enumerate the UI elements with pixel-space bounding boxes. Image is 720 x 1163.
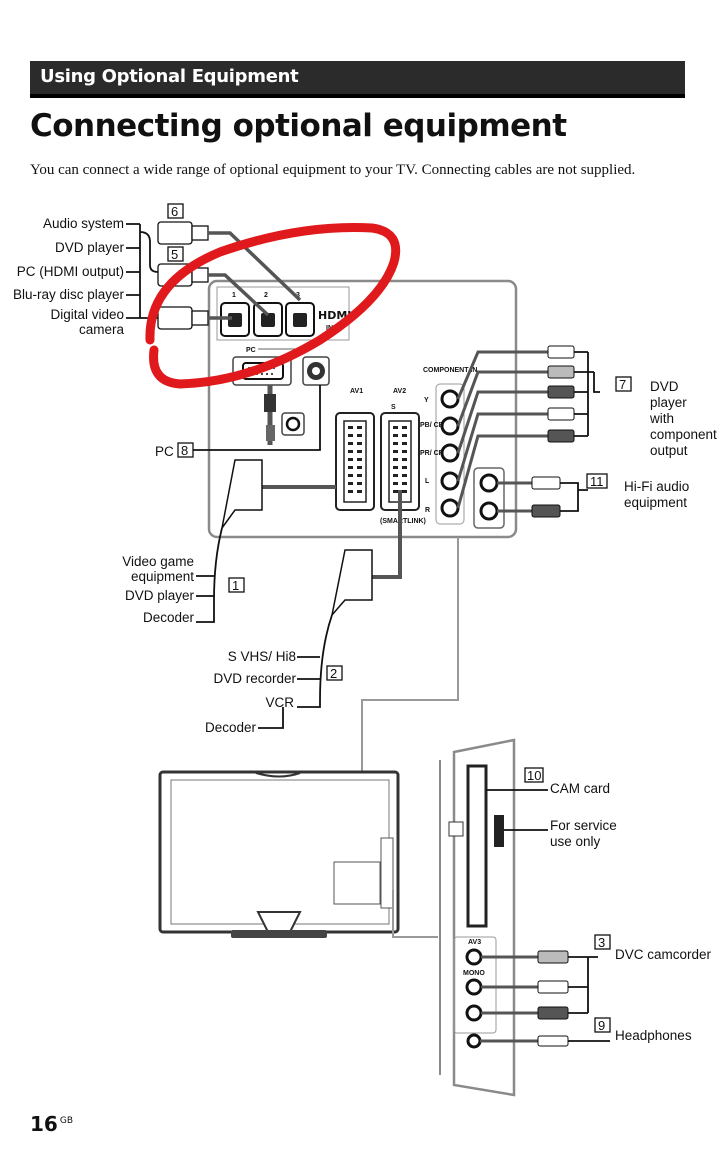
av1-label: AV1 [350, 388, 363, 395]
side-panel: 10 CAM card For service use only AV3 MON… [439, 738, 712, 1097]
dvd-player-label: DVD player [55, 240, 125, 255]
equipment-label: equipment [131, 569, 194, 584]
pc-hdmi-label: PC (HDMI output) [17, 264, 124, 279]
pb-label: PB/ CB [420, 422, 444, 429]
dvd-component-line-3: with [649, 411, 674, 426]
tv-rear-view [158, 770, 438, 938]
svhs-label: S VHS/ Hi8 [228, 649, 296, 664]
dvc-camcorder-label: DVC camcorder [615, 947, 712, 962]
hdmi-port-2-label: 2 [264, 292, 268, 299]
y-label: Y [424, 397, 429, 404]
hdmi-port-3: 3 [285, 292, 315, 337]
hdmi-port-1: 1 [220, 292, 250, 337]
video-game-label: Video game [122, 554, 194, 569]
section-heading: Using Optional Equipment [40, 66, 299, 87]
scart2-connection: S VHS/ Hi8 DVD recorder VCR Decoder 2 [205, 490, 402, 735]
pc-label: PC [155, 444, 174, 459]
hifi-line-2: equipment [624, 495, 687, 510]
l-label: L [425, 478, 430, 485]
connection-diagram: 1 2 3 HDMI IN PC AV1 AV2 S [13, 203, 717, 1097]
number-10: 10 [527, 768, 541, 783]
hdmi-port-3-label: 3 [296, 292, 300, 299]
r-label: R [425, 507, 430, 514]
number-3: 3 [598, 935, 605, 950]
dvd-component-connection: 7 DVD player with component output [456, 345, 717, 509]
hdmi-port-2: 2 [253, 292, 283, 337]
av2-scart-port [380, 412, 420, 511]
mono-label: MONO [463, 970, 485, 977]
component-in-label: COMPONENT IN [423, 367, 477, 374]
page-number-value: 16 [30, 1112, 58, 1136]
scart1-decoder-label: Decoder [143, 610, 195, 625]
number-2: 2 [330, 666, 337, 681]
smartlink-label: (SMARTLINK) [380, 518, 426, 525]
red-annotation-circle [145, 223, 401, 389]
scart2-decoder-label: Decoder [205, 720, 257, 735]
hifi-connection: 11 Hi-Fi audio equipment [497, 473, 689, 518]
page-title: Connecting optional equipment [30, 108, 567, 144]
page-region: GB [59, 1116, 73, 1126]
intro-paragraph: You can connect a wide range of optional… [30, 162, 636, 178]
service-line-1: For service [550, 818, 617, 833]
pc-port-label: PC [246, 347, 256, 354]
av2-s-label: S [391, 404, 396, 411]
av2-label: AV2 [393, 388, 406, 395]
scart1-connection: Video game equipment DVD player Decoder … [122, 459, 336, 625]
dvd-component-line-2: player [650, 395, 687, 410]
section-header-bar: Using Optional Equipment [30, 61, 685, 98]
number-1: 1 [232, 578, 239, 593]
av1-scart-port [335, 412, 375, 511]
hdmi-port-1-label: 1 [232, 292, 236, 299]
pr-label: PR/ CR [420, 450, 444, 457]
camera-label: camera [79, 322, 125, 337]
scart1-dvd-label: DVD player [125, 588, 195, 603]
number-8: 8 [181, 443, 188, 458]
headphones-label: Headphones [615, 1028, 692, 1043]
dvd-component-line-5: output [650, 443, 688, 458]
dvd-component-line-4: component [650, 427, 717, 442]
bluray-label: Blu-ray disc player [13, 287, 125, 302]
dvd-component-line-1: DVD [650, 379, 679, 394]
digital-video-label: Digital video [50, 307, 124, 322]
cam-card-label: CAM card [550, 781, 610, 796]
number-5: 5 [171, 247, 178, 262]
av3-label: AV3 [468, 939, 481, 946]
audio-system-label: Audio system [43, 216, 124, 231]
dvd-recorder-label: DVD recorder [213, 671, 296, 686]
number-11: 11 [590, 474, 604, 489]
vcr-label: VCR [265, 695, 294, 710]
number-6: 6 [171, 204, 178, 219]
number-9: 9 [598, 1018, 605, 1033]
number-7: 7 [619, 377, 626, 392]
hifi-line-1: Hi-Fi audio [624, 479, 689, 494]
service-line-2: use only [550, 834, 601, 849]
pc-connection: PC 8 [155, 385, 321, 459]
